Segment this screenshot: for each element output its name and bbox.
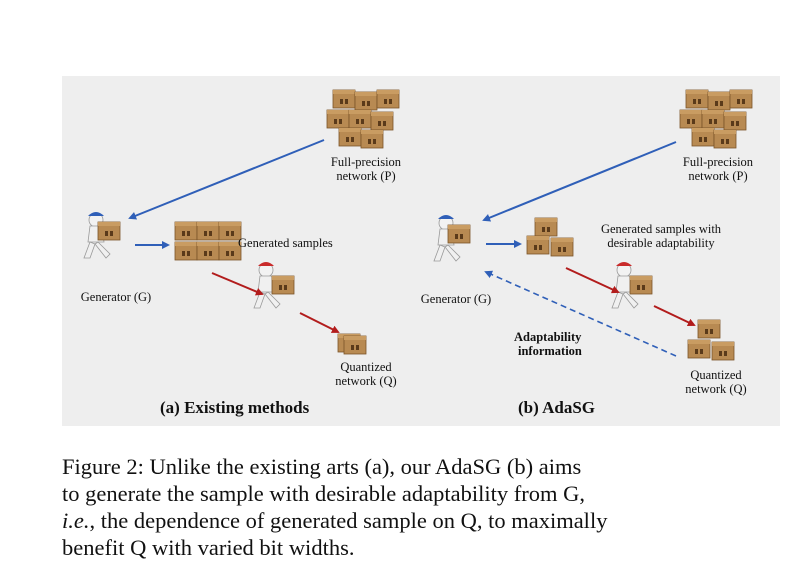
panel-a-full-precision-line2: network (P) <box>336 169 396 183</box>
panel-b-quantized-network-icon <box>687 319 735 361</box>
panel-b-arrow-q-to-g-adaptability <box>484 270 677 357</box>
panel-b-quantized-line1: Quantized <box>690 368 742 382</box>
panel-a-arrow-samples-to-person <box>211 272 264 296</box>
panel-b-generated-samples-icon <box>526 217 574 257</box>
panel-b-adaptability-line1: Adaptability <box>514 330 582 344</box>
panel-b-adaptability-label: Adaptability information <box>514 330 582 358</box>
panel-b-full-precision-line1: Full-precision <box>682 155 754 169</box>
panel-a-full-precision-line1: Full-precision <box>330 155 402 169</box>
panel-b-quantizer-person-icon <box>611 262 653 309</box>
panel-a-full-precision-icon <box>326 89 400 149</box>
caption-line-3: i.e., the dependence of generated sample… <box>62 507 762 534</box>
panel-b-generator-icon <box>433 215 471 262</box>
panel-b-generated-samples-label: Generated samples with desirable adaptab… <box>586 222 736 250</box>
panel-a-full-precision-label: Full-precision network (P) <box>316 155 416 183</box>
diagram-canvas <box>83 89 753 361</box>
panel-b-quantized-line2: network (Q) <box>685 382 747 396</box>
panel-a-generated-samples-label: Generated samples <box>238 236 333 250</box>
panel-b-full-precision-icon <box>679 89 753 149</box>
panel-b-arrow-person-to-q <box>653 305 696 327</box>
panel-b-arrow-p-to-g <box>482 141 677 222</box>
panel-b-subtitle: (b) AdaSG <box>518 398 595 417</box>
panel-b-full-precision-label: Full-precision network (P) <box>668 155 768 183</box>
panel-b-generated-line2: desirable adaptability <box>607 236 715 250</box>
caption-ie: i.e. <box>62 508 90 533</box>
caption-line-3-rest: , the dependence of generated sample on … <box>89 508 608 533</box>
caption-line-4: benefit Q with varied bit widths. <box>62 535 355 560</box>
panel-a-arrow-p-to-g <box>128 139 325 220</box>
panel-b-generated-line1: Generated samples with <box>600 222 722 236</box>
panel-b-arrow-samples-to-person <box>565 267 620 294</box>
panel-a-generator-icon <box>83 212 121 259</box>
panel-a-quantized-line1: Quantized <box>340 360 392 374</box>
panel-a-arrow-person-to-q <box>299 312 340 333</box>
panel-b-generator-label: Generator (G) <box>420 292 492 306</box>
panel-b-full-precision-line2: network (P) <box>688 169 748 183</box>
panel-a-quantized-network-icon <box>337 333 367 355</box>
panel-a-subtitle: (a) Existing methods <box>160 398 310 417</box>
panel-a-generator-label: Generator (G) <box>80 290 152 304</box>
panel-a-quantizer-person-icon <box>253 262 295 309</box>
panel-b-adaptability-line2: information <box>518 344 582 358</box>
panel-a-quantized-label: Quantized network (Q) <box>326 360 406 388</box>
panel-a-quantized-line2: network (Q) <box>335 374 397 388</box>
panel-b-quantized-label: Quantized network (Q) <box>676 368 756 396</box>
caption-line-2: to generate the sample with desirable ad… <box>62 481 585 506</box>
figure-caption: Figure 2: Unlike the existing arts (a), … <box>62 453 762 561</box>
caption-line-1: Figure 2: Unlike the existing arts (a), … <box>62 454 582 479</box>
panel-a-generated-samples-icon <box>174 221 242 261</box>
